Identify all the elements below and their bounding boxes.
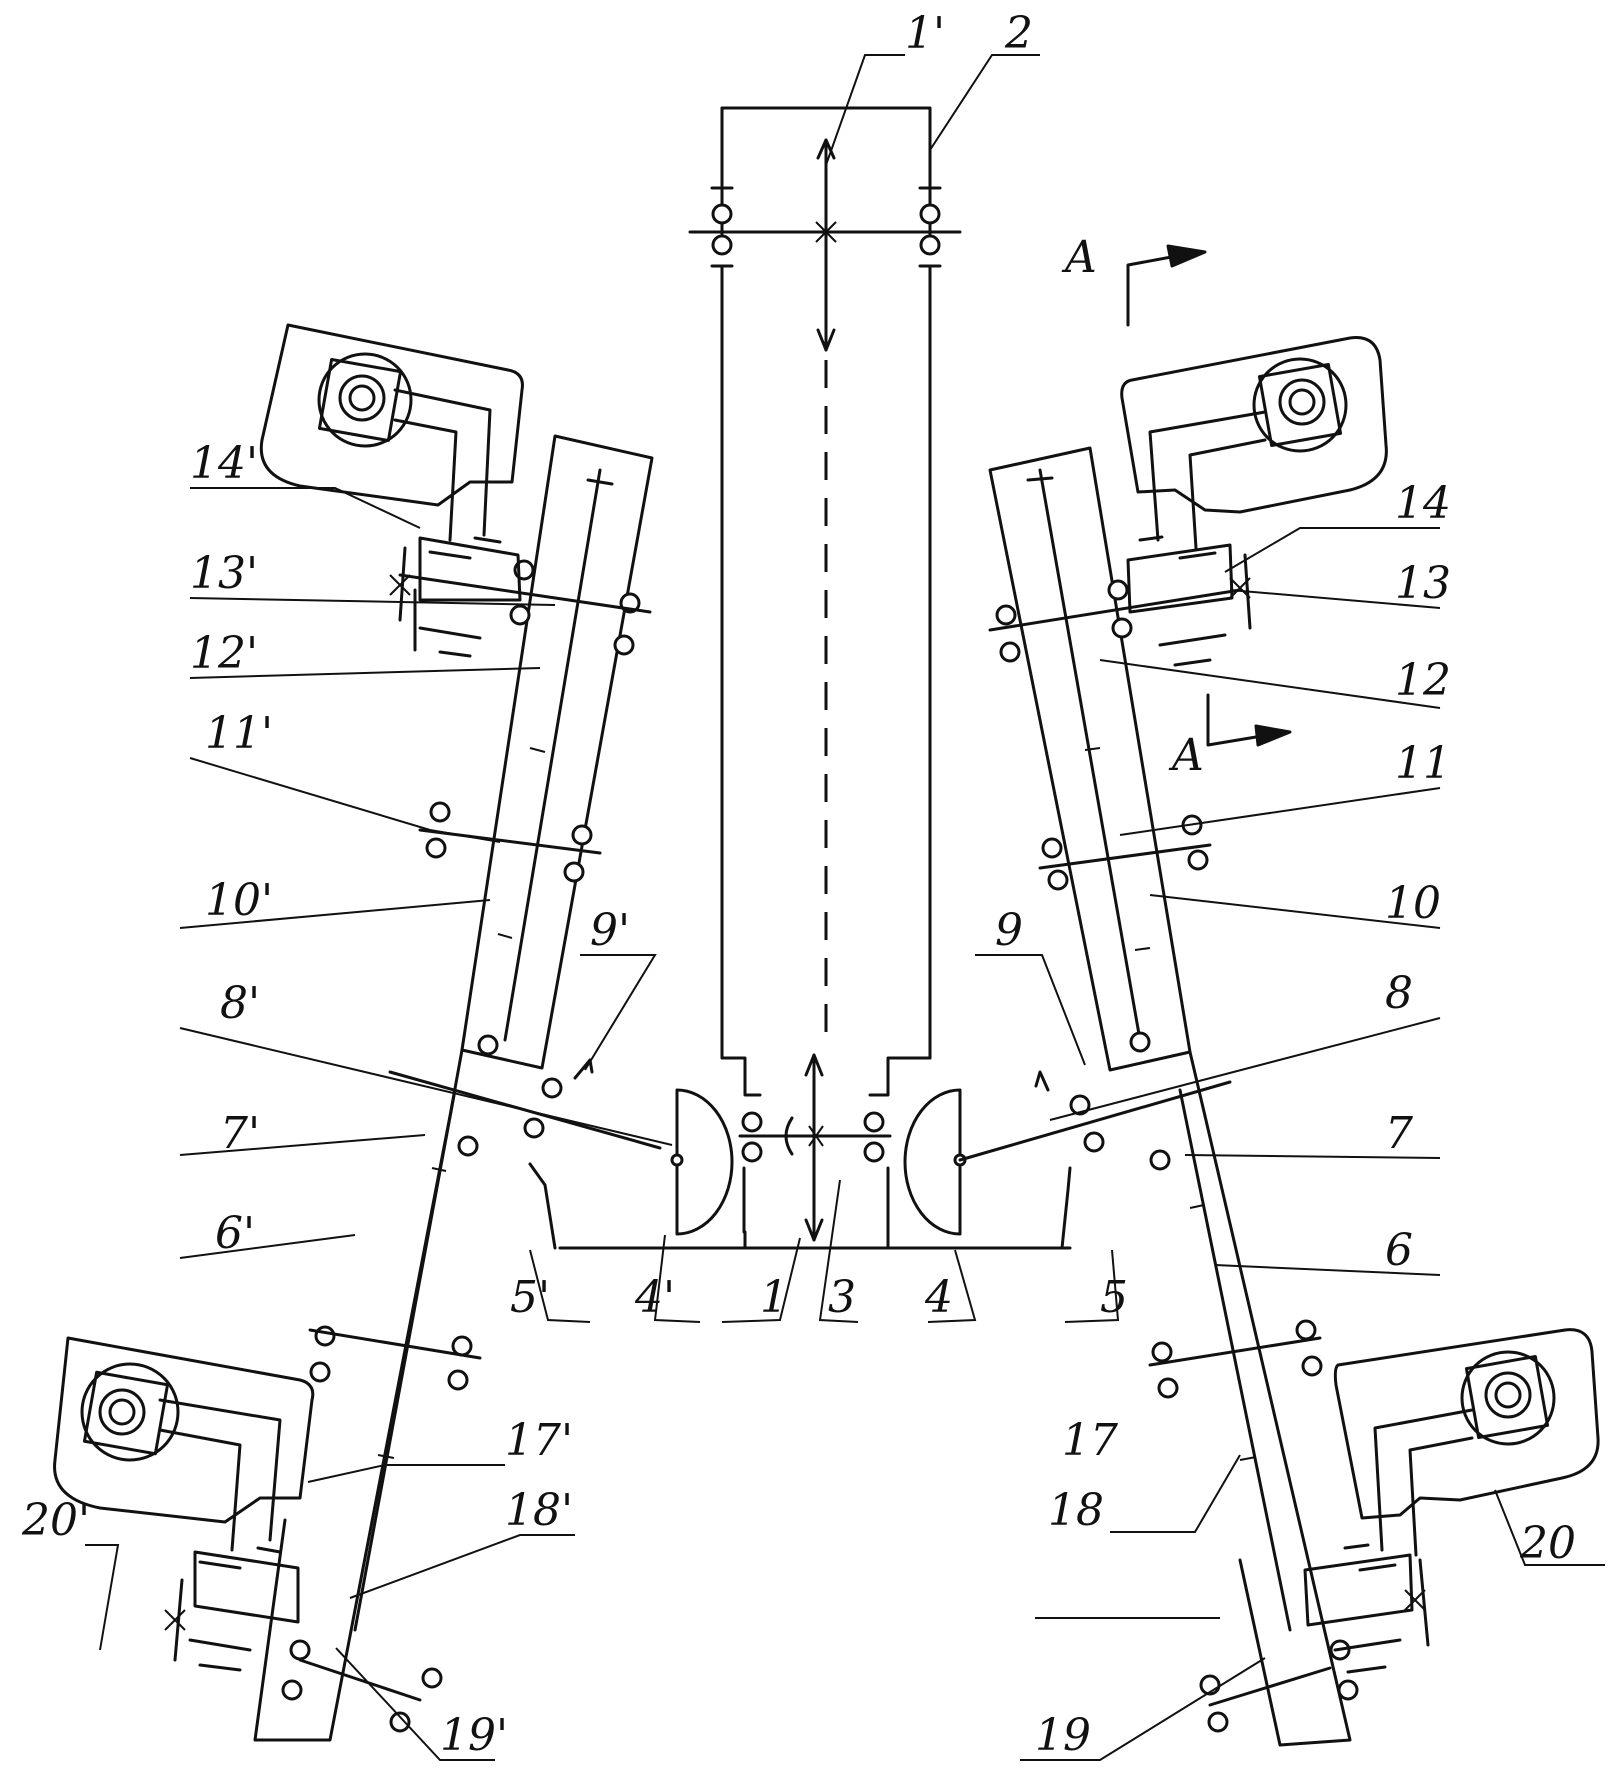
callout-10: 10 [1385,878,1441,929]
callout-13-prime: 13' [190,548,258,599]
callout-9: 9 [995,905,1023,956]
section-mark-lower: A [1168,730,1204,781]
callout-5-prime: 5' [510,1272,550,1323]
callout-11-prime: 11' [205,708,273,759]
callout-6-prime: 6' [215,1208,255,1259]
callout-1-prime: 1' [905,8,945,59]
callout-12-prime: 12' [190,628,258,679]
left-lower-motor [53,1336,315,1672]
callout-14: 14 [1395,478,1451,529]
callout-20-prime: 20' [21,1495,90,1546]
section-arrow-upper [1126,244,1207,327]
callout-2: 2 [1004,8,1033,59]
callout-13: 13 [1395,558,1451,609]
right-arm [958,446,1359,1747]
callout-9-prime: 9' [590,905,630,956]
callout-4: 4 [924,1272,953,1323]
callout-19: 19 [1035,1710,1091,1761]
callout-1: 1 [760,1272,788,1323]
central-gearbox [558,1053,1072,1250]
callout-12: 12 [1395,655,1451,706]
callout-6: 6 [1385,1225,1413,1276]
callout-7-prime: 7' [220,1108,260,1159]
callout-5: 5 [1100,1272,1128,1323]
callout-20: 20 [1519,1518,1576,1569]
central-column [688,106,962,1060]
callout-18: 18 [1048,1485,1104,1536]
callout-14-prime: 14' [190,438,258,489]
section-arrow-lower [1206,693,1292,747]
callout-19-prime: 19' [440,1710,508,1761]
callout-17-prime: 17' [505,1415,573,1466]
left-arm [253,434,662,1742]
callout-labels: 1' 2 14' 13' 12' 11' 10' 9' 8' 7' 6' 5' … [21,8,1576,1761]
right-lower-motor [1303,1328,1600,1674]
callout-8: 8 [1385,968,1413,1019]
callout-11: 11 [1395,738,1451,789]
callout-4-prime: 4' [634,1272,675,1323]
callout-3: 3 [828,1272,856,1323]
left-upper-motor [259,323,524,658]
section-mark-upper: A [1061,232,1097,283]
callout-18-prime: 18' [505,1485,573,1536]
callout-17: 17 [1062,1415,1118,1466]
callout-8-prime: 8' [220,978,260,1029]
callout-7: 7 [1385,1108,1413,1159]
callout-10-prime: 10' [205,875,273,926]
right-upper-motor [1120,335,1388,667]
leader-lines [85,54,1605,1761]
